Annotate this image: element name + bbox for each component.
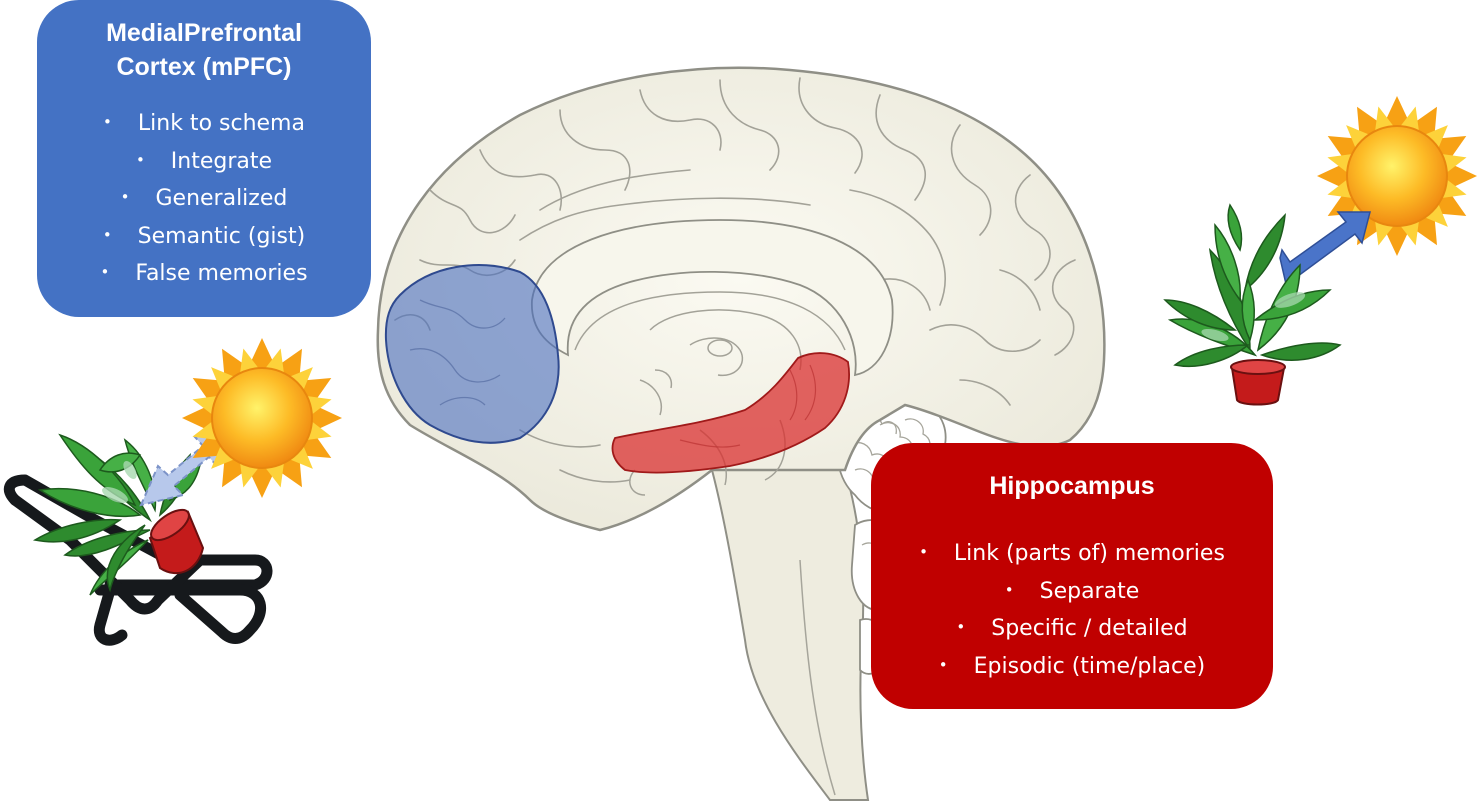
sun-icon bbox=[182, 338, 342, 498]
cerebrum bbox=[376, 66, 1106, 532]
sun-icon bbox=[1317, 96, 1477, 256]
mpfc-title-line2: Cortex (mPFC) bbox=[116, 53, 292, 81]
potted-plant-icon bbox=[1163, 203, 1342, 406]
hippocampus-item: Episodic (time/place) bbox=[871, 649, 1273, 687]
corpus-callosum bbox=[531, 219, 894, 377]
mpfc-item: Generalized bbox=[37, 181, 371, 219]
brain-illustration bbox=[376, 66, 1106, 801]
hippocampus-callout: Hippocampus Link (parts of) memories Sep… bbox=[871, 443, 1273, 709]
hippocampus-item: Separate bbox=[871, 574, 1273, 612]
hippocampus-title: Hippocampus bbox=[989, 472, 1155, 500]
brainstem bbox=[710, 469, 870, 801]
hippocampus-item: Specific / detailed bbox=[871, 611, 1273, 649]
hippocampus-item: Link (parts of) memories bbox=[871, 536, 1273, 574]
mpfc-title: MedialPrefrontal Cortex (mPFC) bbox=[37, 16, 371, 84]
mpfc-title-line1: MedialPrefrontal bbox=[106, 19, 302, 47]
mpfc-region bbox=[384, 264, 560, 444]
hippocampus-list: Link (parts of) memories Separate Specif… bbox=[871, 536, 1273, 686]
mpfc-item: Integrate bbox=[37, 144, 371, 182]
mpfc-list: Link to schema Integrate Generalized Sem… bbox=[37, 106, 371, 294]
mpfc-item: Semantic (gist) bbox=[37, 219, 371, 257]
mpfc-item: False memories bbox=[37, 256, 371, 294]
mpfc-item: Link to schema bbox=[37, 106, 371, 144]
potted-plant-icon bbox=[32, 433, 205, 596]
mpfc-callout: MedialPrefrontal Cortex (mPFC) Link to s… bbox=[37, 0, 371, 317]
hippocampus-region bbox=[611, 352, 850, 474]
